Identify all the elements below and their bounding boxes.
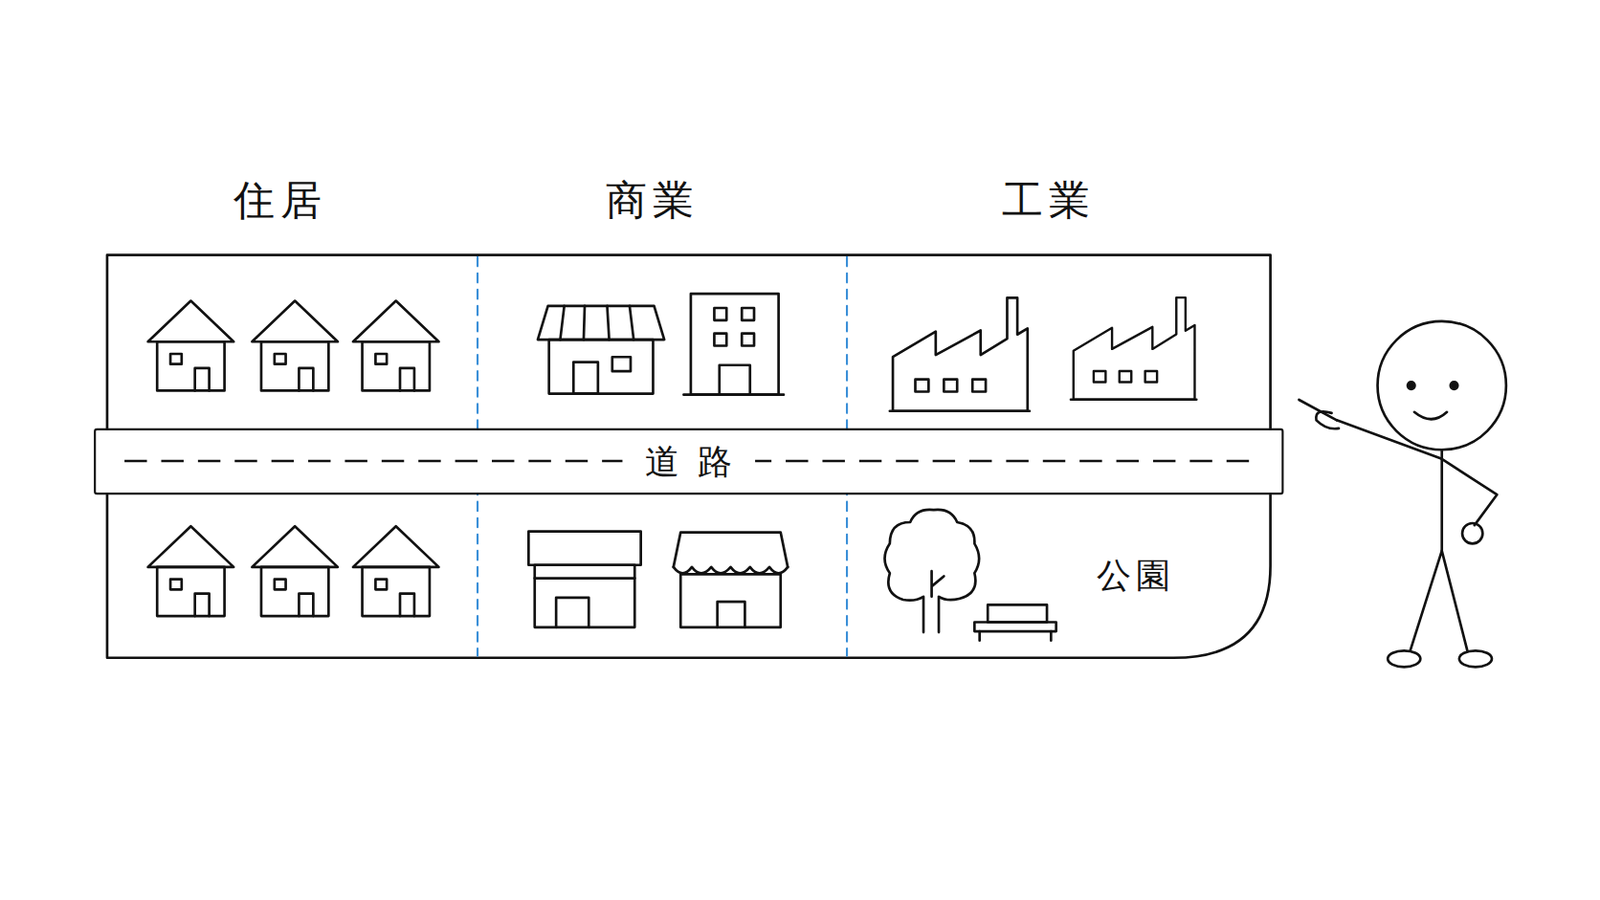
factory-icons [889,297,1198,412]
office-icon [683,293,784,396]
bench-icon [974,604,1056,641]
zone-heading: 商業 [605,173,700,230]
zone-heading: 住居 [233,173,328,230]
store-awning-icon [673,533,788,628]
stick-figure [1298,321,1506,667]
store-icon [528,532,641,628]
shop-icon [537,306,665,395]
road-label: 道路 [622,438,756,486]
tree-icon [885,510,980,633]
park-label: 公園 [1096,553,1175,600]
road-band: 道路 [93,428,1284,495]
zone-heading: 工業 [1001,173,1096,230]
